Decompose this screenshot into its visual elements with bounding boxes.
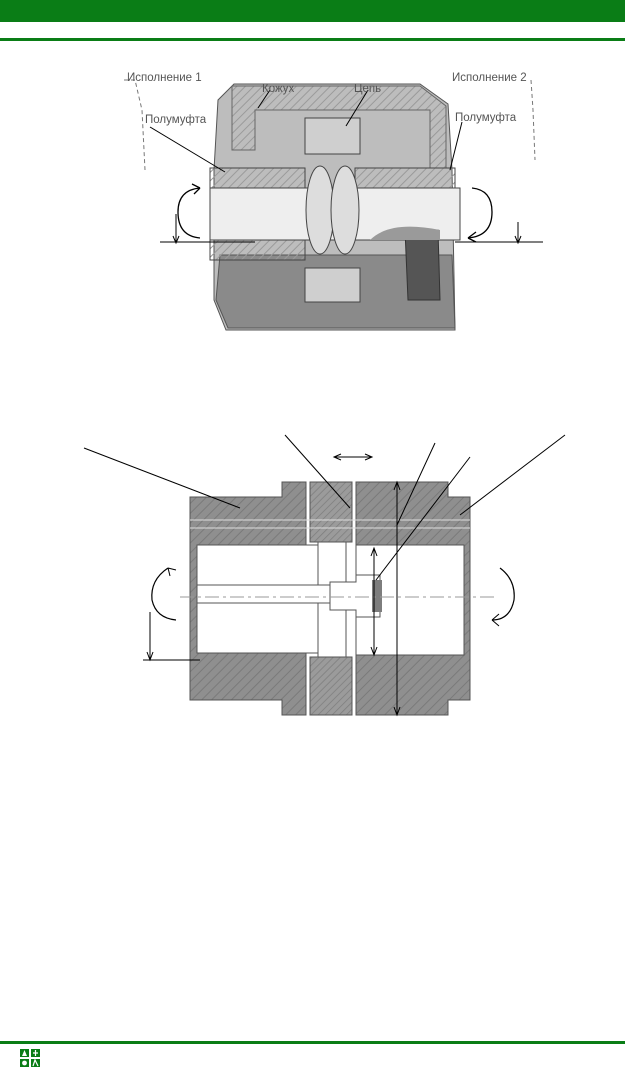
rotation-arrow-right: [467, 187, 493, 239]
middle-disk-bottom: [309, 656, 353, 716]
tongue-slot: [372, 580, 382, 612]
middle-disk-top: [309, 481, 353, 543]
label-casing: Кожух: [262, 83, 295, 95]
key-block: [404, 229, 441, 301]
rotation-arrow-left: [151, 567, 177, 621]
hub-left-lower: [209, 239, 306, 261]
chain-top: [304, 117, 361, 155]
header-bar: [0, 0, 625, 22]
label-variant-1: Исполнение 1: [127, 72, 202, 84]
sprocket-left: [305, 165, 335, 255]
label-chain: Цепь: [354, 83, 381, 95]
label-half-coupling-left: Полумуфта: [145, 114, 207, 126]
bore-right-shade: [370, 226, 440, 240]
coupling-section-figure: [83, 434, 566, 717]
label-variant-2: Исполнение 2: [452, 72, 527, 84]
chain-coupling-figure: Исполнение 1 Кожух Цепь Исполнение 2 Пол…: [124, 72, 543, 331]
hub-left: [209, 167, 306, 189]
shaft-left: [196, 584, 331, 604]
header-divider: [0, 38, 625, 41]
rotation-arrow-left: [177, 187, 201, 239]
casing-top: [231, 85, 447, 169]
rotation-arrow-right: [491, 567, 515, 621]
hub-right: [354, 167, 456, 189]
label-half-coupling-right: Полумуфта: [455, 112, 517, 124]
chain-bottom: [304, 267, 361, 303]
sprocket-right: [330, 165, 360, 255]
tongue-right: [329, 574, 381, 618]
footer-divider: [0, 1041, 625, 1044]
publisher-logo-icon: [18, 1047, 42, 1069]
